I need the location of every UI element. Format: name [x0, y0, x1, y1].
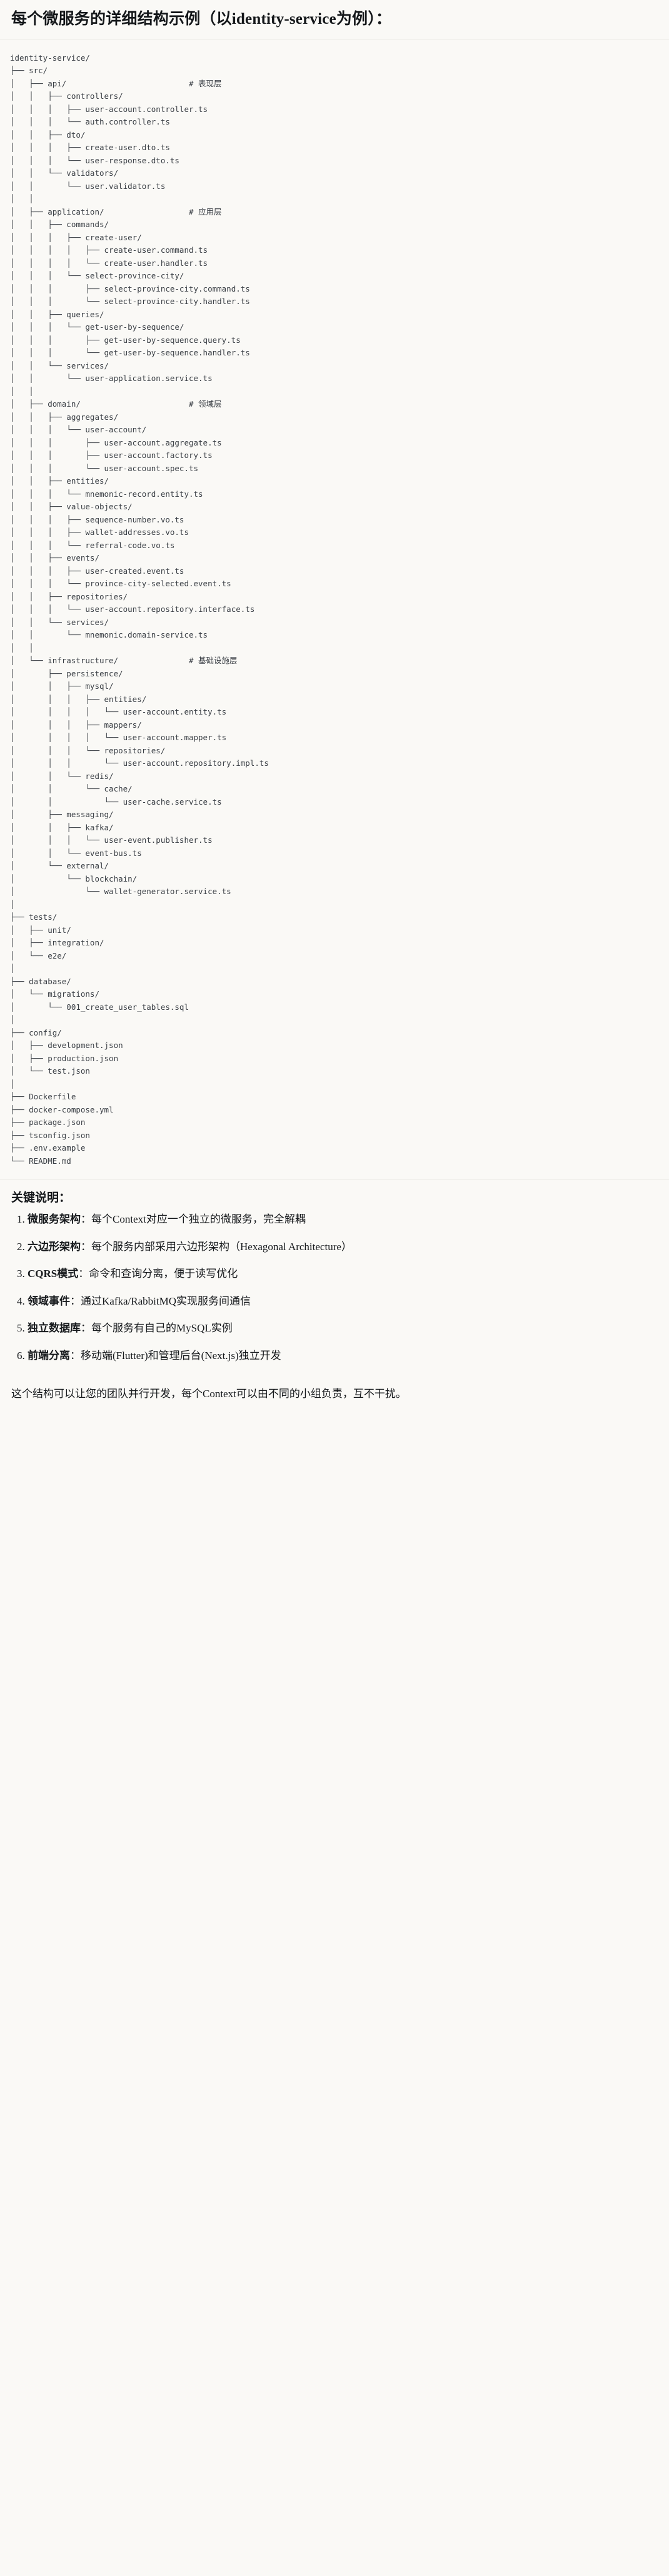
key-points-heading: 关键说明： — [11, 1191, 71, 1205]
directory-tree-block: identity-service/ ├── src/ │ ├── api/ # … — [0, 39, 669, 1179]
closing-paragraph: 这个结构可以让您的团队并行开发，每个Context可以由不同的小组负责，互不干扰… — [11, 1388, 406, 1400]
list-item: 领域事件：通过Kafka/RabbitMQ实现服务间通信 — [28, 1293, 658, 1310]
key-point-desc: ：每个服务有自己的MySQL实例 — [81, 1322, 233, 1335]
list-item: 六边形架构：每个服务内部采用六边形架构（Hexagonal Architectu… — [28, 1239, 658, 1255]
list-item: 微服务架构：每个Context对应一个独立的微服务，完全解耦 — [28, 1211, 658, 1228]
key-point-desc: ：通过Kafka/RabbitMQ实现服务间通信 — [70, 1295, 251, 1307]
key-point-term: 微服务架构 — [28, 1213, 81, 1226]
key-point-term: 六边形架构 — [28, 1240, 81, 1253]
document-page: 每个微服务的详细结构示例（以identity-service为例）： ident… — [0, 0, 669, 1413]
key-points-list: 微服务架构：每个Context对应一个独立的微服务，完全解耦 六边形架构：每个服… — [11, 1211, 658, 1363]
key-point-term: 领域事件 — [28, 1295, 70, 1307]
key-point-term: CQRS模式 — [28, 1268, 79, 1280]
key-point-term: 前端分离 — [28, 1349, 70, 1362]
list-item: 前端分离：移动端(Flutter)和管理后台(Next.js)独立开发 — [28, 1348, 658, 1364]
directory-tree: identity-service/ ├── src/ │ ├── api/ # … — [10, 53, 269, 1166]
key-point-desc: ：每个Context对应一个独立的微服务，完全解耦 — [81, 1213, 306, 1226]
key-point-desc: ：每个服务内部采用六边形架构（Hexagonal Architecture） — [81, 1240, 352, 1253]
key-points-section: 关键说明： 微服务架构：每个Context对应一个独立的微服务，完全解耦 六边形… — [0, 1179, 669, 1373]
key-point-desc: ：命令和查询分离，便于读写优化 — [78, 1268, 238, 1280]
key-point-term: 独立数据库 — [28, 1322, 81, 1335]
list-item: CQRS模式：命令和查询分离，便于读写优化 — [28, 1266, 658, 1282]
page-title: 每个微服务的详细结构示例（以identity-service为例）： — [11, 11, 392, 28]
key-point-desc: ：移动端(Flutter)和管理后台(Next.js)独立开发 — [70, 1349, 281, 1362]
list-item: 独立数据库：每个服务有自己的MySQL实例 — [28, 1320, 658, 1336]
